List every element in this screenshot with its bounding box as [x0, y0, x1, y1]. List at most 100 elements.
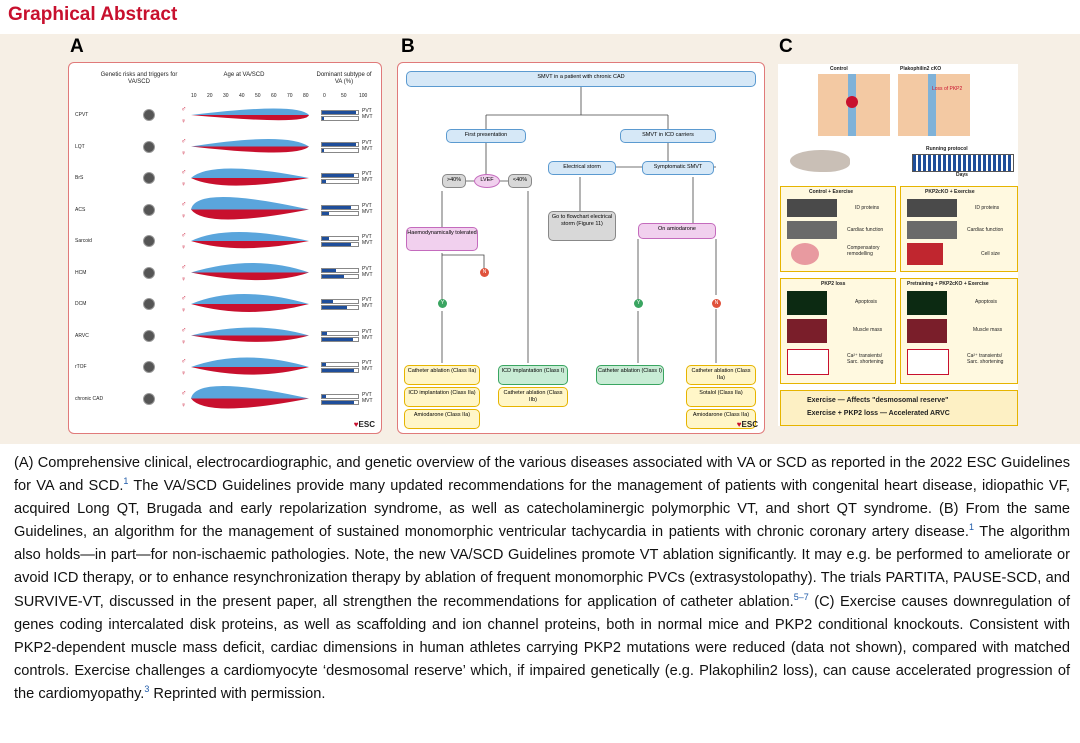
- pct-tick: 50: [341, 93, 347, 99]
- summary-exercise-pkp2: Exercise + PKP2 loss: [807, 410, 879, 417]
- no-node-2: N: [712, 299, 721, 308]
- age-tick: 10: [191, 93, 197, 99]
- esc-logo-b: ♥ESC: [736, 420, 758, 429]
- female-symbol-icon: ♀: [181, 338, 187, 346]
- mvt-bar: [321, 210, 359, 216]
- female-age-distribution: [191, 272, 309, 281]
- ko-cell-diagram: Loss of PKP2: [898, 74, 970, 136]
- pct-tick: 0: [323, 93, 326, 99]
- mvt-bar-fill: [322, 337, 353, 341]
- disease-label: Sarcoid: [75, 238, 92, 244]
- pretraining-title: Pretraining + PKP2cKO + Exercise: [907, 281, 989, 287]
- mvt-bar: [321, 242, 359, 247]
- caption-ref-4[interactable]: 3: [144, 684, 150, 695]
- age-tick: 60: [271, 93, 277, 99]
- no-node-1: N: [480, 268, 489, 277]
- mvt-bar: [321, 147, 359, 153]
- female-symbol-icon: ♀: [181, 307, 187, 314]
- figure-area: A B C Genetic risks and triggers for VA/…: [0, 34, 1080, 444]
- age-tick: 70: [287, 93, 293, 99]
- pvt-bar: [321, 267, 359, 273]
- caption-part-3: The algorithm also holds—in part—for non…: [14, 524, 1070, 610]
- on-amiodarone-box: On amiodarone: [638, 223, 716, 239]
- rec-sotalol-2a: Sotalol (Class IIa): [686, 387, 756, 407]
- summary-accelerated-arvc: Accelerated ARVC: [888, 410, 950, 417]
- gene-trigger-icon: [143, 266, 155, 279]
- rec-catheter-ablation-2b: Catheter ablation (Class IIb): [498, 387, 568, 407]
- cardiac-function-label-1: Cardiac function: [847, 227, 884, 233]
- recommendation-column-4: Catheter ablation (Class IIa) Sotalol (C…: [686, 365, 756, 429]
- mvt-label: MVT: [362, 334, 373, 341]
- male-age-distribution: [191, 232, 309, 241]
- ca-transients-label-1: Ca²⁺ transients/ Sarc. shortening: [847, 353, 884, 365]
- gene-trigger-icon: [143, 361, 155, 373]
- caption-ref-1[interactable]: 1: [123, 476, 129, 487]
- apoptosis-label-1: Apoptosis: [855, 299, 877, 305]
- subtype-header: Dominant subtype of VA (%): [316, 72, 372, 85]
- pvt-bar-fill: [322, 205, 351, 209]
- rec-catheter-ablation-1: Catheter ablation (Class I): [596, 365, 664, 385]
- rec-catheter-ablation-2a-b: Catheter ablation (Class IIa): [686, 365, 756, 385]
- pvt-bar: [321, 236, 359, 241]
- mvt-bar-fill: [322, 211, 330, 215]
- pvt-bar: [321, 393, 359, 399]
- disease-label: rTOF: [75, 364, 87, 370]
- pvt-bar-fill: [322, 394, 326, 398]
- female-age-distribution: [191, 209, 309, 220]
- pvt-bar-fill: [322, 331, 328, 335]
- pct-tick: 100: [359, 93, 368, 99]
- pvt-bar: [321, 362, 359, 367]
- female-symbol-icon: ♀: [181, 212, 187, 220]
- female-age-distribution: [191, 146, 309, 153]
- female-symbol-icon: ♀: [181, 149, 187, 157]
- lvef-gt40-box: >40%: [442, 174, 466, 188]
- cell-size-label: Cell size: [981, 251, 1000, 257]
- male-age-distribution: [191, 327, 309, 336]
- pvt-bar-fill: [322, 300, 333, 303]
- male-age-distribution: [191, 294, 309, 304]
- go-to-flowchart-box: Go to flowchart electrical storm (Figure…: [548, 211, 616, 241]
- disease-label: chronic CAD: [75, 395, 104, 402]
- summary-line-2: Exercise + PKP2 loss — Accelerated ARVC: [807, 410, 950, 417]
- electrical-storm-box: Electrical storm: [548, 161, 616, 175]
- rec-icd-implantation-1: ICD implantation (Class I): [498, 365, 568, 385]
- pvt-label: PVT: [362, 328, 372, 335]
- lvef-lt40-box: <40%: [508, 174, 532, 188]
- caption-ref-2[interactable]: 1: [968, 522, 974, 533]
- smvt-chronic-cad-box: SMVT in a patient with chronic CAD: [406, 71, 756, 87]
- pretraining-box: Pretraining + PKP2cKO + Exercise Apoptos…: [900, 278, 1018, 384]
- control-label: Control: [830, 66, 848, 72]
- male-age-distribution: [191, 168, 309, 178]
- female-age-distribution: [191, 335, 309, 342]
- gene-trigger-icon: [143, 298, 155, 310]
- male-symbol-icon: ♂: [181, 326, 187, 334]
- mvt-label: MVT: [362, 397, 373, 404]
- control-cell-diagram: [818, 74, 890, 136]
- female-symbol-icon: ♀: [181, 244, 187, 251]
- panel-b: SMVT in a patient with chronic CAD First…: [397, 62, 765, 434]
- muscle-mass-label-2: Muscle mass: [973, 327, 1003, 333]
- pvt-bar: [321, 330, 359, 336]
- female-symbol-icon: ♀: [181, 370, 187, 377]
- caption-ref-3[interactable]: 5–7: [793, 591, 809, 602]
- female-symbol-icon: ♀: [181, 401, 187, 409]
- gene-trigger-icon: [143, 109, 155, 121]
- mvt-bar: [321, 305, 359, 310]
- control-exercise-title: Control + Exercise: [809, 189, 854, 195]
- mvt-bar-fill: [322, 117, 324, 120]
- female-age-distribution: [191, 241, 309, 249]
- id-proteins-label-1: ID proteins: [855, 205, 880, 211]
- male-symbol-icon: ♂: [181, 358, 187, 365]
- caption-part-1: (A) Comprehensive clinical, electrocardi…: [14, 455, 1070, 495]
- mvt-label: MVT: [362, 303, 373, 309]
- control-exercise-box: Control + Exercise ID proteins Cardiac f…: [780, 186, 896, 272]
- disease-label: ARVC: [75, 332, 89, 339]
- ca-transients-label-2: Ca²⁺ transients/ Sarc. shortening: [967, 353, 1004, 365]
- disease-label: BrS: [75, 175, 84, 181]
- recommendation-column-3: Catheter ablation (Class I): [596, 365, 664, 385]
- rec-amiodarone-2a-b: Amiodarone (Class IIa): [686, 409, 756, 429]
- pvt-label: PVT: [362, 297, 372, 303]
- pkp2-loss-box: PKP2 loss Apoptosis Muscle mass Ca²⁺ tra…: [780, 278, 896, 384]
- pvt-bar: [321, 141, 359, 147]
- male-symbol-icon: ♂: [181, 232, 187, 239]
